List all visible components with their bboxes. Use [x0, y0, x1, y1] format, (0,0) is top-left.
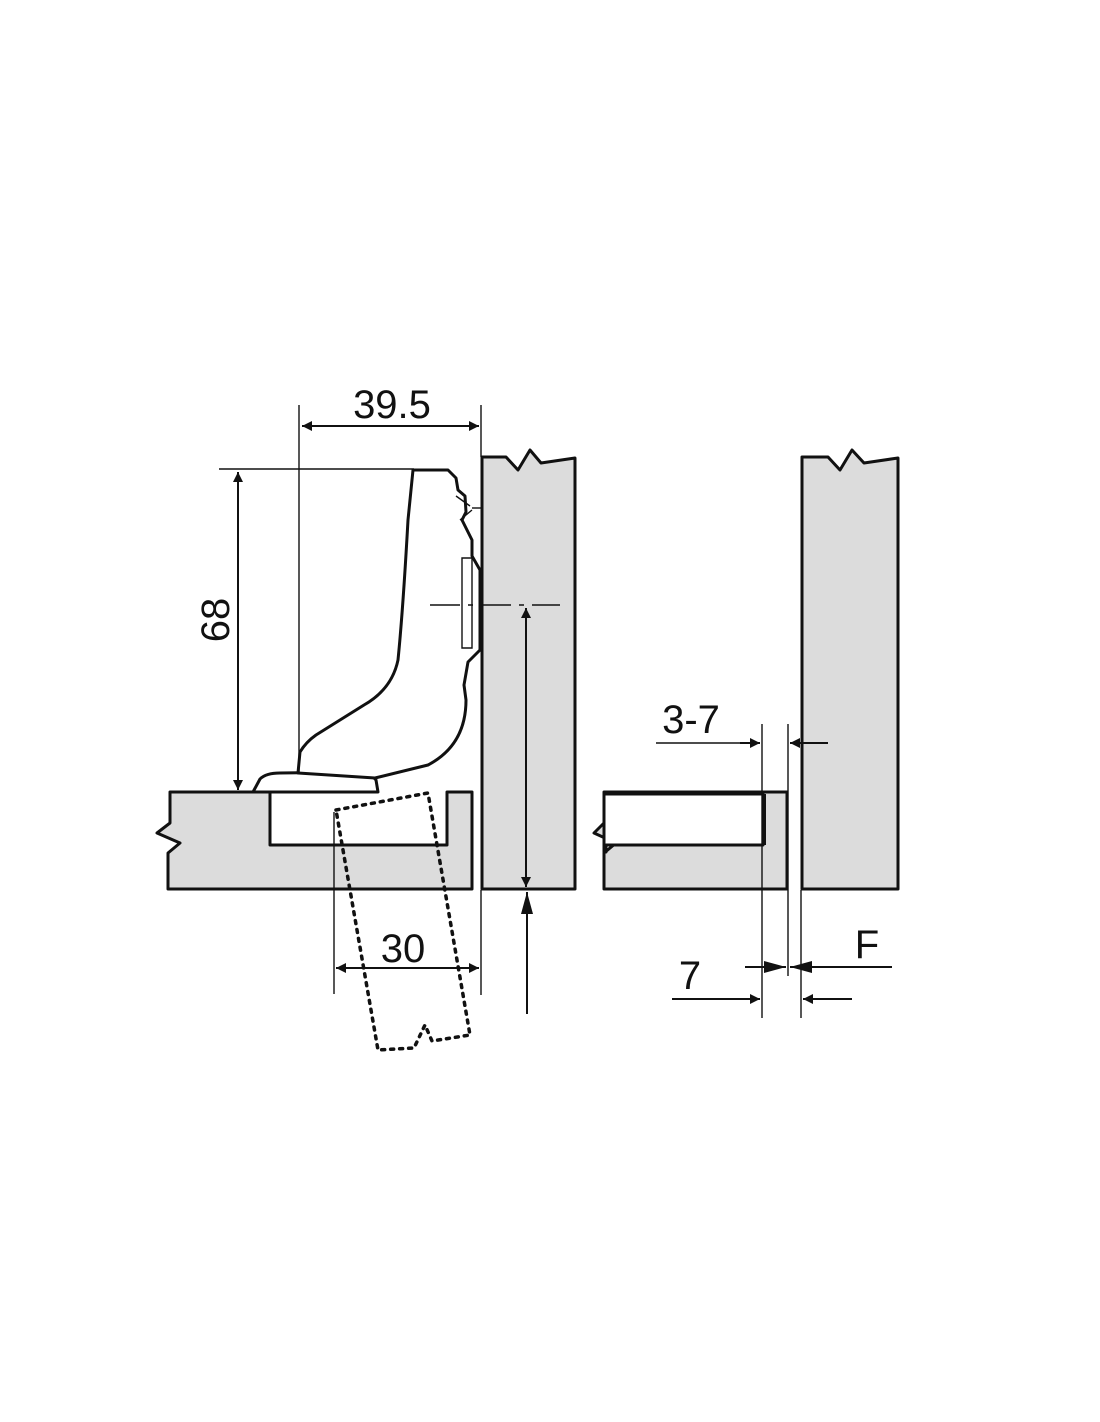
cabinet-side-panel-left — [155, 790, 474, 891]
door-open-outline — [333, 790, 473, 1052]
dimension-7-label: 7 — [679, 954, 701, 998]
dimension-68-label: 68 — [194, 598, 238, 643]
vertical-reference-arrow — [521, 608, 533, 1014]
dimension-7: 7 — [672, 954, 852, 1004]
dimension-F-label: F — [855, 923, 879, 967]
hinge-body — [251, 468, 482, 794]
dimension-3-7: 3-7 — [662, 698, 828, 748]
dimension-3-7-label: 3-7 — [662, 698, 720, 742]
door-panel-right — [800, 448, 900, 891]
side-panel-edge-step — [602, 792, 765, 854]
dimension-30-label: 30 — [381, 927, 426, 971]
extension-lines-right — [656, 724, 802, 1018]
door-panel-left — [480, 448, 577, 891]
dimension-39-5-label: 39.5 — [353, 383, 431, 427]
extension-lines — [219, 405, 560, 995]
dimension-39-5: 39.5 — [302, 383, 479, 431]
dimension-30: 30 — [336, 927, 479, 973]
dimension-F: F — [745, 923, 892, 973]
dimension-68: 68 — [194, 472, 243, 790]
